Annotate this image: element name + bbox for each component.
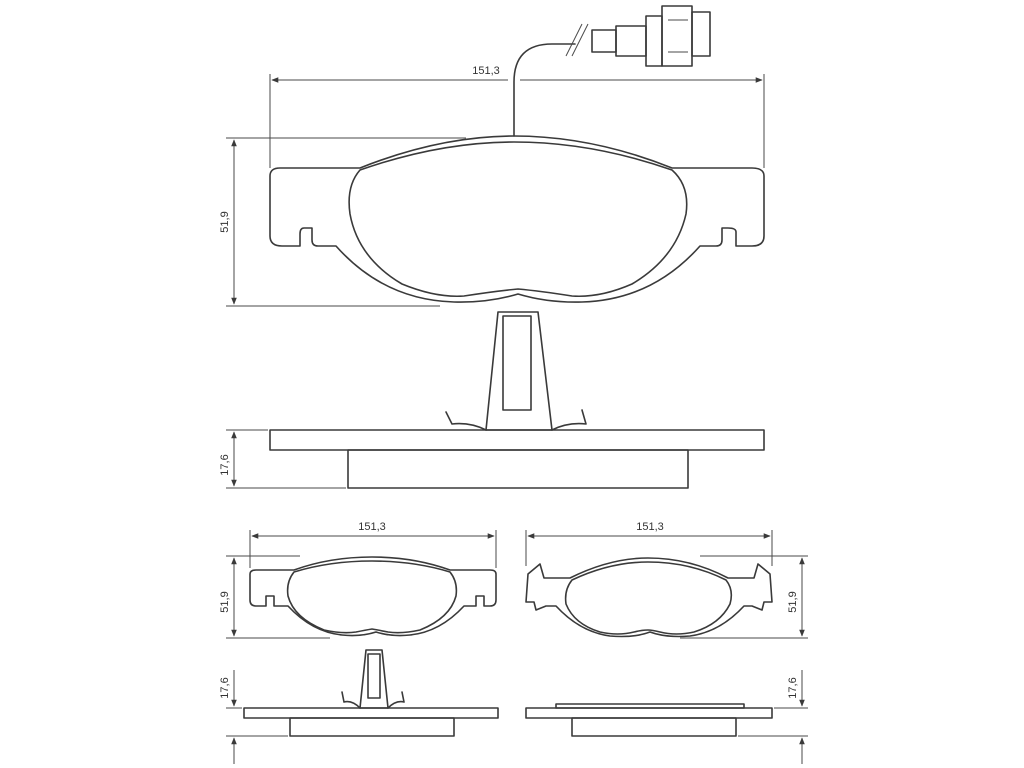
main-height-label: 51,9 [219,211,231,232]
outer-width-label: 151,3 [636,521,664,533]
outer-width-dimension: 151,3 [525,521,773,566]
inner-height-label: 51,9 [219,591,231,612]
inner-backing-plate-outline [249,556,497,637]
inner-width-label: 151,3 [358,521,386,533]
outer-friction-outline [564,561,733,635]
inner-friction-outline [286,560,458,634]
outer-thickness-label: 17,6 [787,677,799,698]
main-thickness-dimension: 17,6 [219,429,346,489]
main-width-dimension: 151,3 [269,65,765,168]
inner-width-dimension: 151,3 [249,521,497,568]
main-thickness-label: 17,6 [219,454,231,475]
outer-thickness-dimension: 17,6 [738,670,808,764]
main-width-label: 151,3 [472,65,500,77]
inner-pad-front-view [249,556,497,637]
main-pad-front-view [269,5,765,303]
outer-backing-plate-outline [525,557,773,638]
friction-material-outline [348,141,688,298]
inner-thickness-label: 17,6 [219,677,231,698]
inner-thickness-dimension: 17,6 [219,670,288,764]
friction-material-side [347,449,689,489]
outer-pad-front-view [525,557,773,638]
main-height-dimension: 51,9 [219,137,466,307]
anti-rattle-spring [485,311,553,431]
outer-height-label: 51,9 [787,591,799,612]
main-pad-side-view [269,311,765,489]
inner-height-dimension: 51,9 [219,555,330,639]
outer-height-dimension: 51,9 [680,555,808,639]
backing-plate-side [269,429,765,451]
outer-pad-side-view [525,703,773,737]
inner-pad-side-view [243,649,499,737]
wear-sensor-connector [513,5,711,137]
backing-plate-outline [269,135,765,303]
